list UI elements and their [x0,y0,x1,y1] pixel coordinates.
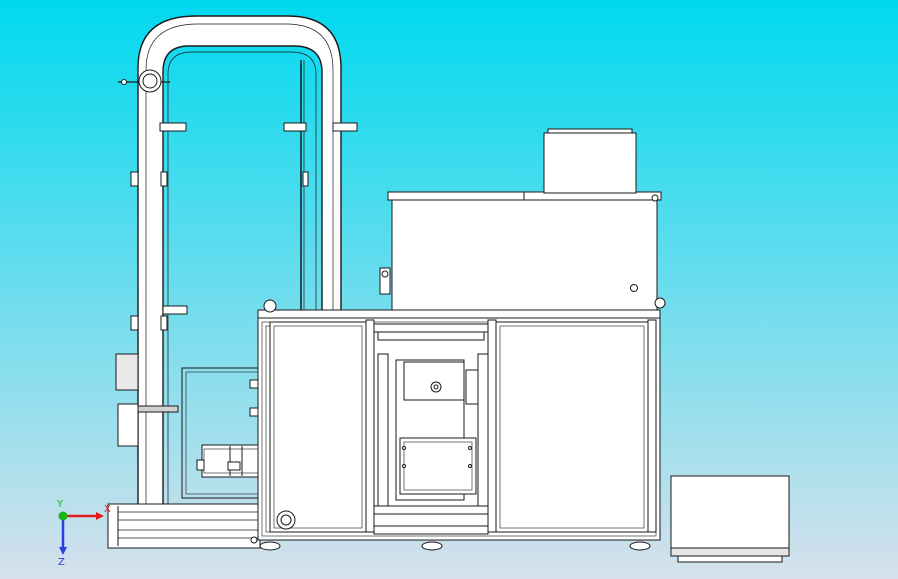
linear-actuator[interactable] [395,359,479,501]
top-module[interactable] [543,128,637,194]
top-enclosure[interactable] [387,191,662,311]
x-axis-arrowhead [96,512,104,520]
cylinder-pump[interactable] [196,444,263,478]
cabinet-door-right[interactable] [495,321,649,533]
z-axis-arrowhead [59,547,67,555]
side-knob[interactable] [654,297,666,309]
cabinet-door-left[interactable] [269,321,367,533]
axis-triad[interactable] [58,511,105,556]
pipe-clamps [130,122,358,331]
fan-motor[interactable] [115,353,179,447]
z-axis-label: Z [58,557,65,568]
cabinet-feet [259,299,651,551]
x-axis-label: X [104,504,111,515]
base-rail [107,503,261,549]
y-axis-label: Y [57,499,64,510]
u-duct[interactable] [137,15,342,506]
duct-flange[interactable] [118,69,170,93]
central-bay [373,323,489,535]
top-enclosure-handle[interactable] [379,267,391,295]
y-axis-dot [58,511,68,521]
control-box[interactable] [670,475,790,563]
